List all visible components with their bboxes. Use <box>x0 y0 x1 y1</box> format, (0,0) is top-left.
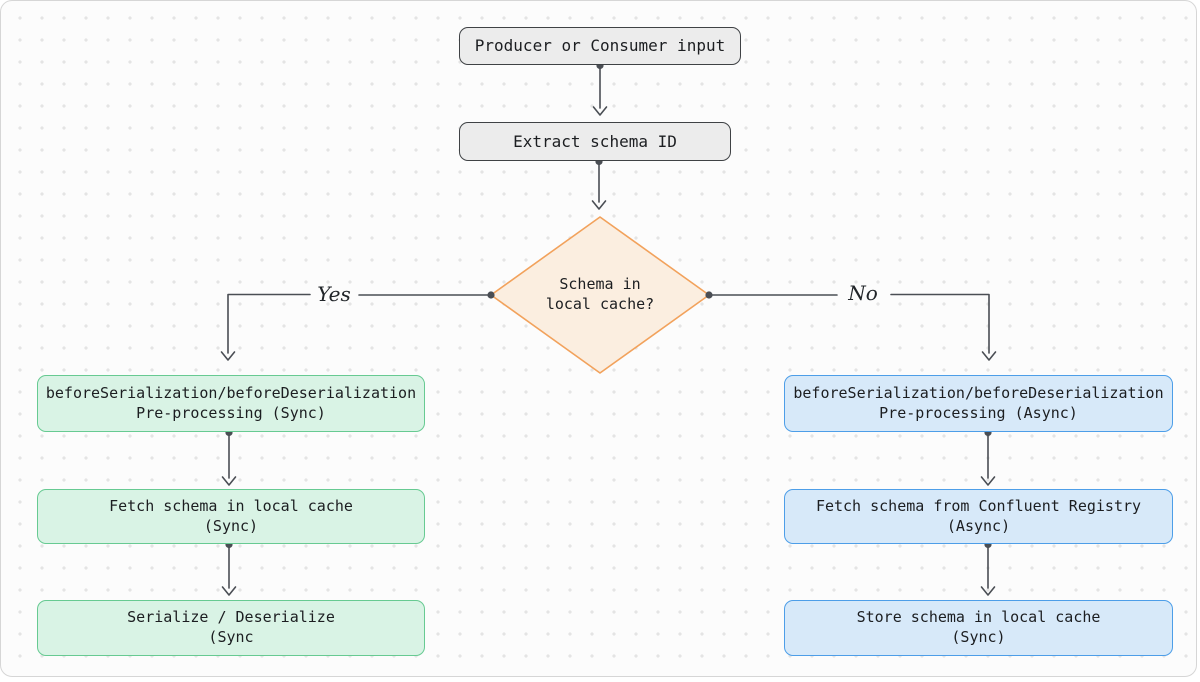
node-line2: (Sync <box>208 628 254 646</box>
node-sync-serialize-deserialize: Serialize / Deserialize (Sync <box>37 600 425 656</box>
node-line2: Pre-processing (Async) <box>879 403 1078 422</box>
arrow-async-preprocess-to-fetch <box>980 428 996 486</box>
node-label: Extract schema ID <box>513 131 677 151</box>
node-line2: (Sync) <box>951 628 1006 646</box>
decision-diamond-shape <box>490 216 710 374</box>
node-sync-preprocessing: beforeSerialization/beforeDeserializatio… <box>37 375 425 432</box>
node-producer-consumer-input: Producer or Consumer input <box>459 27 741 65</box>
node-label: Producer or Consumer input <box>474 36 726 56</box>
arrow-extract-to-decision <box>591 157 607 210</box>
node-line1: Fetch schema in local cache <box>109 496 353 515</box>
arrow-sync-preprocess-to-fetch <box>221 428 237 486</box>
node-line2: Pre-processing (Sync) <box>136 403 326 422</box>
node-decision-schema-in-local-cache: Schema in local cache? <box>510 269 690 321</box>
node-line1: Fetch schema from Confluent Registry <box>815 496 1142 515</box>
arrow-input-to-extract <box>592 61 608 116</box>
node-line1: beforeSerialization/beforeDeserializatio… <box>45 383 417 402</box>
edge-label-yes: Yes <box>317 282 351 306</box>
edge-no-branch <box>705 291 997 361</box>
edge-yes-branch <box>220 291 495 361</box>
decision-line1: Schema in <box>559 275 641 294</box>
node-line2: (Sync) <box>203 516 259 535</box>
node-extract-schema-id: Extract schema ID <box>459 122 731 161</box>
node-async-store-local-cache: Store schema in local cache (Sync) <box>784 600 1173 656</box>
node-line1: Serialize / Deserialize <box>127 608 335 627</box>
node-async-fetch-confluent-registry: Fetch schema from Confluent Registry (As… <box>784 489 1173 544</box>
node-async-preprocessing: beforeSerialization/beforeDeserializatio… <box>784 375 1173 432</box>
node-line1: beforeSerialization/beforeDeserializatio… <box>793 383 1164 402</box>
edge-label-no: No <box>848 281 878 305</box>
arrow-async-fetch-to-store <box>980 540 996 596</box>
arrow-sync-fetch-to-serialize <box>221 540 237 596</box>
node-sync-fetch-local-cache: Fetch schema in local cache (Sync) <box>37 489 425 544</box>
node-line2: (Async) <box>946 516 1011 535</box>
node-line1: Store schema in local cache <box>856 608 1101 627</box>
decision-line2: local cache? <box>545 295 655 313</box>
